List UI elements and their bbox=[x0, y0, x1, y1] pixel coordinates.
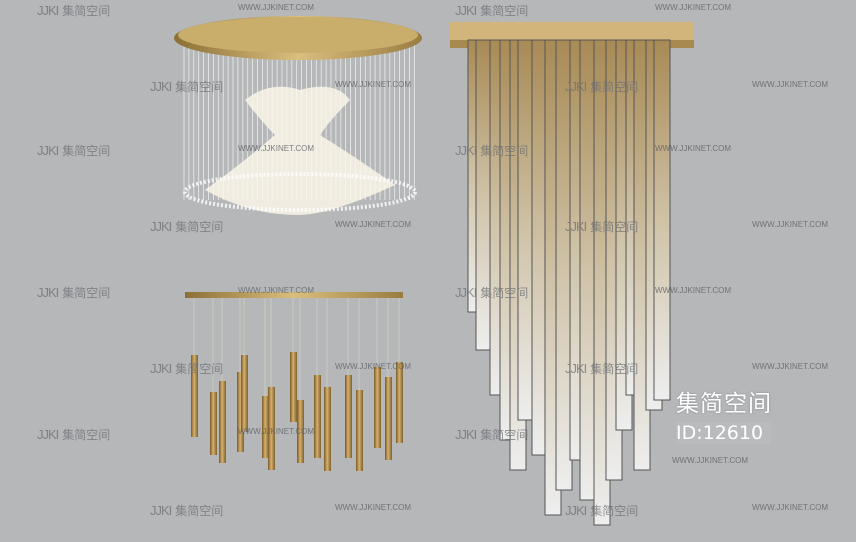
model-id-label: ID:12610 bbox=[676, 422, 772, 444]
watermark-brand: 集简空间 bbox=[175, 362, 224, 376]
brass-tube bbox=[385, 377, 392, 460]
watermark-brand: 集简空间 bbox=[62, 144, 111, 158]
watermark-logo-mark: JJKI bbox=[565, 361, 587, 376]
watermark-url: WWW.JJKINET.COM bbox=[238, 144, 314, 153]
watermark-url: WWW.JJKINET.COM bbox=[655, 144, 731, 153]
watermark-url: WWW.JJKINET.COM bbox=[655, 286, 731, 295]
brass-tube bbox=[345, 375, 352, 458]
watermark-logo-mark: JJKI bbox=[565, 79, 587, 94]
watermark-url: WWW.JJKINET.COM bbox=[655, 3, 731, 12]
watermark-brand: 集简空间 bbox=[480, 4, 529, 18]
watermark-logo-mark: JJKI bbox=[37, 143, 59, 158]
watermark-brand: 集简空间 bbox=[480, 428, 529, 442]
watermark-brand: 集简空间 bbox=[590, 362, 639, 376]
brass-tube bbox=[262, 396, 269, 458]
watermark-url: WWW.JJKINET.COM bbox=[335, 220, 411, 229]
watermark-brand: 集简空间 bbox=[175, 504, 224, 518]
watermark-url: WWW.JJKINET.COM bbox=[238, 286, 314, 295]
watermark-brand-large: 集简空间 bbox=[676, 391, 772, 417]
brass-tube bbox=[191, 355, 198, 437]
watermark-url: WWW.JJKINET.COM bbox=[752, 362, 828, 371]
watermark-logo-mark: JJKI bbox=[150, 219, 172, 234]
brass-tube bbox=[374, 367, 381, 448]
watermark-logo-mark: JJKI bbox=[455, 143, 477, 158]
brass-tube bbox=[219, 381, 226, 463]
watermark-url: WWW.JJKINET.COM bbox=[335, 80, 411, 89]
watermark-url: WWW.JJKINET.COM bbox=[238, 3, 314, 12]
watermark-logo-mark: JJKI bbox=[565, 219, 587, 234]
watermark-brand: 集简空间 bbox=[590, 220, 639, 234]
brass-tube bbox=[237, 372, 244, 452]
brass-tube bbox=[297, 400, 304, 463]
watermark-brand: 集简空间 bbox=[175, 80, 224, 94]
watermark-logo-mark: JJKI bbox=[150, 503, 172, 518]
crystal-ring bbox=[183, 172, 417, 212]
watermark-url: WWW.JJKINET.COM bbox=[752, 503, 828, 512]
ceiling-disc-top bbox=[178, 17, 418, 53]
brass-tube bbox=[268, 387, 275, 470]
brass-tube bbox=[210, 392, 217, 455]
watermark-logo-mark: JJKI bbox=[37, 285, 59, 300]
watermark-brand: 集简空间 bbox=[590, 80, 639, 94]
watermark-logo-mark: JJKI bbox=[565, 503, 587, 518]
watermark-brand: 集简空间 bbox=[590, 504, 639, 518]
watermark-logo-mark: JJKI bbox=[455, 3, 477, 18]
brass-tube bbox=[314, 375, 321, 458]
watermark-brand: 集简空间 bbox=[62, 428, 111, 442]
brass-tube bbox=[396, 362, 403, 443]
brass-tube bbox=[241, 355, 248, 432]
watermark-logo-mark: JJKI bbox=[455, 427, 477, 442]
brass-ring bbox=[185, 292, 403, 298]
watermark-url: WWW.JJKINET.COM bbox=[672, 456, 748, 465]
glass-bar bbox=[653, 39, 671, 401]
watermark-brand: 集简空间 bbox=[62, 4, 111, 18]
watermark-url: WWW.JJKINET.COM bbox=[238, 427, 314, 436]
watermark-url: WWW.JJKINET.COM bbox=[752, 220, 828, 229]
watermark-logo-mark: JJKI bbox=[150, 79, 172, 94]
watermark-logo-mark: JJKI bbox=[150, 361, 172, 376]
watermark-brand: 集简空间 bbox=[175, 220, 224, 234]
watermark-url: WWW.JJKINET.COM bbox=[335, 362, 411, 371]
watermark-url: WWW.JJKINET.COM bbox=[335, 503, 411, 512]
watermark-logo-mark: JJKI bbox=[37, 3, 59, 18]
watermark-url: WWW.JJKINET.COM bbox=[752, 80, 828, 89]
watermark-brand: 集简空间 bbox=[62, 286, 111, 300]
brass-tube bbox=[290, 352, 297, 422]
watermark-brand: 集简空间 bbox=[480, 286, 529, 300]
brass-tube bbox=[324, 387, 331, 471]
brass-tube bbox=[356, 390, 363, 471]
watermark-brand: 集简空间 bbox=[480, 144, 529, 158]
crystal-cluster bbox=[205, 86, 395, 216]
watermark-logo-mark: JJKI bbox=[455, 285, 477, 300]
watermark-logo-mark: JJKI bbox=[37, 427, 59, 442]
